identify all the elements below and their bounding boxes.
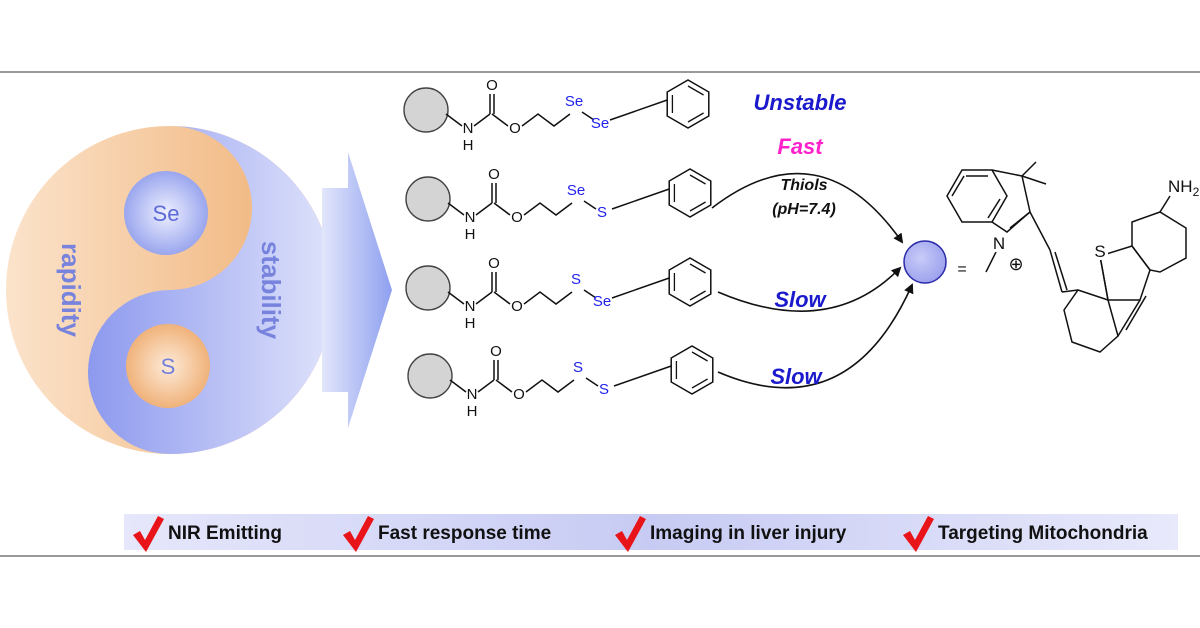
fluorophore-placeholder	[407, 353, 453, 399]
check-icon	[615, 516, 646, 552]
slow-label-1: Slow	[774, 287, 827, 312]
stability-label: stability	[256, 241, 286, 340]
fluorophore-dot	[903, 240, 947, 284]
slow-label-2: Slow	[770, 364, 823, 389]
feature-item: Imaging in liver injury	[615, 516, 847, 552]
reaction-arrows	[711, 172, 914, 389]
unstable-label: Unstable	[754, 90, 847, 115]
probe-molecule: O NH O SS	[407, 343, 714, 420]
ester-oxygen-label: O	[513, 386, 525, 403]
heteroatom-1-label: Se	[567, 182, 585, 199]
phenyl-ring	[668, 257, 712, 307]
indole-benzene-ring	[946, 169, 1008, 223]
heteroatom-2-label: Se	[593, 293, 611, 310]
check-icon	[343, 516, 374, 552]
yin-yang: Se S rapidity stability	[6, 126, 334, 454]
heteroatom-2-label: Se	[591, 115, 609, 132]
fluorophore-structure	[946, 161, 1187, 353]
heteroatom-2-label: S	[597, 204, 607, 221]
aminoarene-ring	[1131, 211, 1187, 273]
carbonyl-oxygen-label: O	[488, 166, 500, 183]
amide-nitrogen-label: N	[463, 120, 474, 137]
phenyl-ring	[670, 345, 714, 395]
rapidity-label: rapidity	[56, 243, 86, 337]
se-disc-label: Se	[153, 201, 180, 226]
feature-label: Targeting Mitochondria	[938, 523, 1148, 544]
slow-arrow-1	[717, 266, 902, 312]
carbamate-chain	[447, 272, 573, 305]
heteroatom-1-label: Se	[565, 93, 583, 110]
heteroatom-2-label: S	[599, 381, 609, 398]
feature-list: NIR Emitting Fast response time Imaging in…	[133, 516, 1148, 552]
reagent-label: Thiols	[780, 177, 827, 194]
amine-label: NH2	[1168, 177, 1200, 199]
sulfur-mask	[1092, 242, 1108, 260]
s-disc	[126, 324, 210, 408]
big-arrow	[322, 152, 392, 428]
feature-item: NIR Emitting	[133, 516, 282, 552]
feature-item: Fast response time	[343, 516, 551, 552]
probe-molecule: O NH O SeS	[405, 166, 712, 243]
fluorophore-placeholder	[405, 176, 451, 222]
amide-nitrogen-label: N	[465, 298, 476, 315]
feature-item: Targeting Mitochondria	[903, 516, 1148, 552]
nitrogen-mask	[991, 234, 1007, 252]
amide-hydrogen-label: H	[465, 315, 476, 332]
thioxanthene-sulfur-label: S	[1094, 242, 1105, 261]
slow-arrow-2	[717, 283, 914, 389]
ester-oxygen-label: O	[511, 209, 523, 226]
fast-arrow	[711, 172, 904, 244]
amide-hydrogen-label: H	[463, 137, 474, 154]
ester-oxygen-label: O	[509, 120, 521, 137]
carbonyl-oxygen-label: O	[490, 343, 502, 360]
amide-hydrogen-label: H	[467, 403, 478, 420]
carbamate-chain	[449, 360, 575, 393]
heteroatom-1-label: S	[573, 359, 583, 376]
feature-label: NIR Emitting	[168, 523, 282, 544]
carbonyl-oxygen-label: O	[486, 77, 498, 94]
fluorophore-placeholder	[403, 87, 449, 133]
probe-molecule: O NH O S Se	[405, 255, 712, 332]
phenyl-bond	[611, 188, 670, 210]
feature-label: Fast response time	[378, 523, 551, 544]
phenyl-bond	[611, 277, 670, 299]
amide-nitrogen-label: N	[467, 386, 478, 403]
check-icon	[133, 516, 164, 552]
amide-hydrogen-label: H	[465, 226, 476, 243]
equals-sign: =	[957, 261, 966, 278]
carbamate-chain	[445, 94, 571, 127]
heteroatom-1-label: S	[571, 271, 581, 288]
phenyl-ring	[666, 79, 710, 129]
s-disc-label: S	[161, 354, 176, 379]
phenyl-bond	[613, 365, 672, 387]
amide-nitrogen-label: N	[465, 209, 476, 226]
phenyl-bond	[609, 99, 668, 121]
ester-oxygen-label: O	[511, 298, 523, 315]
feature-label: Imaging in liver injury	[650, 523, 847, 544]
phenyl-ring	[668, 168, 712, 218]
thiopyran-ring	[1099, 245, 1151, 301]
fluorophore-placeholder	[405, 265, 451, 311]
carbonyl-oxygen-label: O	[488, 255, 500, 272]
check-icon	[903, 516, 934, 552]
indolium-nitrogen-label: N	[993, 234, 1005, 253]
se-disc	[124, 171, 208, 255]
positive-charge-label: ⊕	[1008, 254, 1023, 274]
carbamate-chain	[447, 183, 573, 216]
feature-bar	[124, 514, 1178, 550]
fast-label: Fast	[777, 134, 824, 159]
condition-label: (pH=7.4)	[772, 201, 836, 218]
